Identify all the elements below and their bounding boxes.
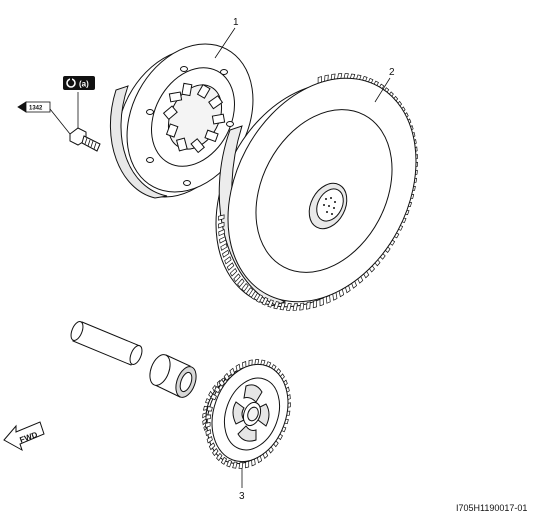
gear-tooth [285, 303, 292, 311]
gear-tooth [279, 302, 286, 311]
gear-tooth [219, 236, 227, 244]
thread-lock-tube-icon: 1342 [17, 101, 51, 113]
gear-tooth [250, 290, 258, 300]
gear-tooth [222, 249, 230, 258]
idle-gear-large-teeth [205, 359, 291, 469]
gear-tooth [256, 294, 264, 303]
gear-tooth [306, 301, 311, 310]
gear-tooth [226, 262, 235, 271]
clutch-bolt-holes [146, 66, 234, 186]
gear-tooth [226, 459, 233, 468]
gear-tooth [233, 273, 241, 283]
torque-spec-label: (a) [79, 80, 89, 89]
torque-wrench-icon: (a) [63, 76, 95, 90]
idle-gear-shaft [70, 321, 143, 366]
part2-leader [374, 77, 391, 103]
gear-tooth [238, 462, 244, 469]
gear-tooth [208, 442, 216, 451]
gear-tooth [206, 436, 213, 444]
gear-tooth [267, 299, 274, 308]
part-label-1: 1 [233, 17, 239, 28]
gear-tooth [205, 421, 211, 428]
starter-idle-gear [202, 359, 291, 469]
part1-leader [214, 27, 236, 59]
hub-splines [323, 197, 336, 215]
gear-tooth [220, 456, 227, 465]
gear-tooth [210, 393, 217, 401]
gear-tooth [229, 267, 238, 277]
forward-arrow-icon: FWD [3, 421, 45, 452]
gear-tooth [273, 301, 280, 310]
gear-tooth [223, 372, 230, 382]
gear-tooth [319, 297, 324, 307]
gear-tooth [212, 448, 219, 457]
starter-clutch [109, 43, 254, 199]
thread-lock-code: 1342 [29, 106, 43, 112]
leader-lines [214, 27, 391, 488]
gear-tooth [292, 303, 298, 311]
drawing-code: I705H1190017-01 [456, 503, 527, 513]
gear-tooth [220, 243, 228, 251]
gear-tooth [218, 229, 226, 237]
gear-tooth [205, 429, 212, 436]
gear-tooth [205, 414, 212, 420]
gear-tooth [261, 297, 269, 306]
gear-tooth [224, 256, 232, 265]
gear-tooth [206, 406, 213, 412]
gear-tooth [232, 461, 238, 469]
part-label-2: 2 [389, 67, 395, 78]
gear-tooth [218, 214, 225, 221]
gear-tooth [245, 460, 250, 469]
gear-tooth [218, 221, 225, 229]
clutch-rollers [162, 82, 226, 154]
part-label-3: 3 [239, 491, 245, 502]
idle-gear-web-holes [232, 384, 270, 442]
gear-tooth [241, 283, 249, 292]
gear-tooth [218, 378, 225, 387]
bushing [149, 354, 197, 398]
gear-tooth [299, 302, 305, 311]
clutch-bolt [69, 127, 101, 152]
gear-tooth [312, 299, 318, 309]
gear-tooth [237, 278, 245, 288]
gear-tooth [216, 452, 223, 462]
gear-tooth [245, 287, 254, 297]
thread-lock-leader-line [49, 108, 71, 135]
gear-tooth [214, 385, 221, 394]
starter-driven-gear [215, 73, 418, 311]
